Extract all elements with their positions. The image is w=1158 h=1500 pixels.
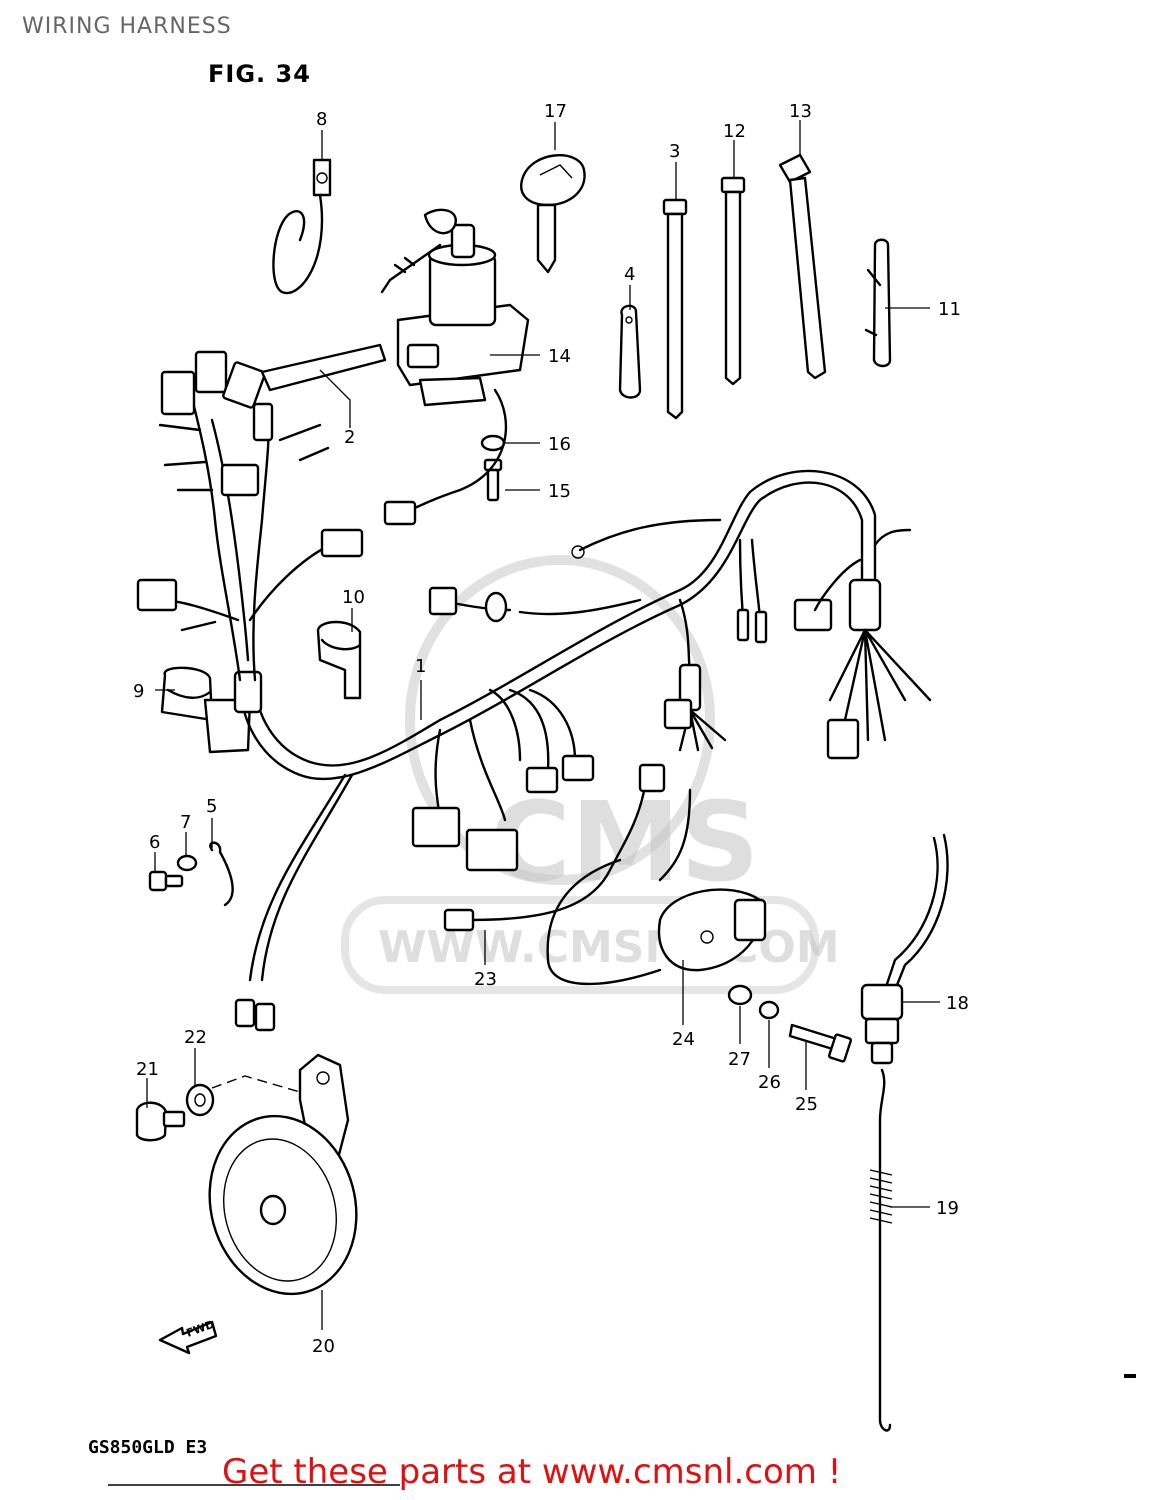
part-1-harness-branches — [234, 518, 932, 1032]
part-15-screw — [483, 458, 503, 502]
callout-8: 8 — [316, 109, 327, 130]
part-3-cable-tie — [662, 198, 688, 420]
callout-7: 7 — [180, 812, 191, 833]
part-10-clamp — [316, 620, 362, 700]
part-18-sensor — [860, 833, 949, 1065]
part-20-horn — [208, 1053, 358, 1296]
part-1-main-harness — [136, 343, 877, 781]
callout-21: 21 — [136, 1059, 159, 1080]
callout-12: 12 — [723, 121, 746, 142]
callout-11: 11 — [938, 299, 961, 320]
part-19-spring-rod — [869, 1068, 893, 1432]
callout-27: 27 — [728, 1049, 751, 1070]
assembly-line — [211, 1075, 301, 1093]
callout-16: 16 — [548, 434, 571, 455]
model-code: GS850GLD E3 — [88, 1437, 208, 1458]
part-13-cable-tie — [778, 153, 827, 380]
callout-20: 20 — [312, 1336, 335, 1357]
callout-13: 13 — [789, 101, 812, 122]
part-24-switch — [546, 858, 767, 986]
part-27-washer — [727, 984, 753, 1006]
callout-5: 5 — [206, 796, 217, 817]
part-12-cable-tie — [720, 176, 746, 386]
callout-18: 18 — [946, 993, 969, 1014]
figure-label: FIG. 34 — [208, 60, 311, 88]
callout-24: 24 — [672, 1029, 695, 1050]
part-14-lead — [383, 388, 508, 526]
callout-3: 3 — [669, 141, 680, 162]
part-23-lead-wire — [443, 763, 692, 932]
part-17-key — [520, 154, 586, 274]
callout-17: 17 — [544, 101, 567, 122]
part-6-screw — [148, 870, 184, 892]
callout-6: 6 — [149, 832, 160, 853]
callout-14: 14 — [548, 346, 571, 367]
callout-15: 15 — [548, 481, 571, 502]
callout-10: 10 — [342, 587, 365, 608]
callout-1: 1 — [415, 656, 426, 677]
callout-4: 4 — [624, 264, 635, 285]
part-4-clip — [618, 304, 642, 399]
page-title: WIRING HARNESS — [22, 14, 232, 39]
callout-25: 25 — [795, 1094, 818, 1115]
callout-19: 19 — [936, 1198, 959, 1219]
part-22-washer — [185, 1083, 215, 1117]
callout-9: 9 — [133, 681, 144, 702]
callout-2: 2 — [344, 427, 355, 448]
fwd-arrow-icon: FWD — [158, 1318, 218, 1355]
part-26-washer — [758, 1000, 780, 1020]
part-8-clamp — [272, 158, 332, 295]
promo-link[interactable]: Get these parts at www.cmsnl.com ! — [222, 1452, 842, 1492]
part-21-bolt — [135, 1101, 186, 1142]
part-5-clip — [209, 841, 234, 907]
part-25-bolt — [788, 1023, 852, 1063]
part-11-clip — [864, 238, 892, 368]
leader-lines — [146, 120, 940, 1330]
part-7-washer — [176, 854, 198, 872]
edge-mark — [1124, 1374, 1136, 1378]
callout-26: 26 — [758, 1072, 781, 1093]
callout-23: 23 — [474, 969, 497, 990]
part-14-ignition-switch — [380, 208, 530, 407]
part-16-washer — [480, 434, 506, 452]
callout-22: 22 — [184, 1027, 207, 1048]
callout-labels: 8 17 3 12 13 4 11 14 2 16 15 10 9 1 5 7 … — [133, 101, 969, 1357]
